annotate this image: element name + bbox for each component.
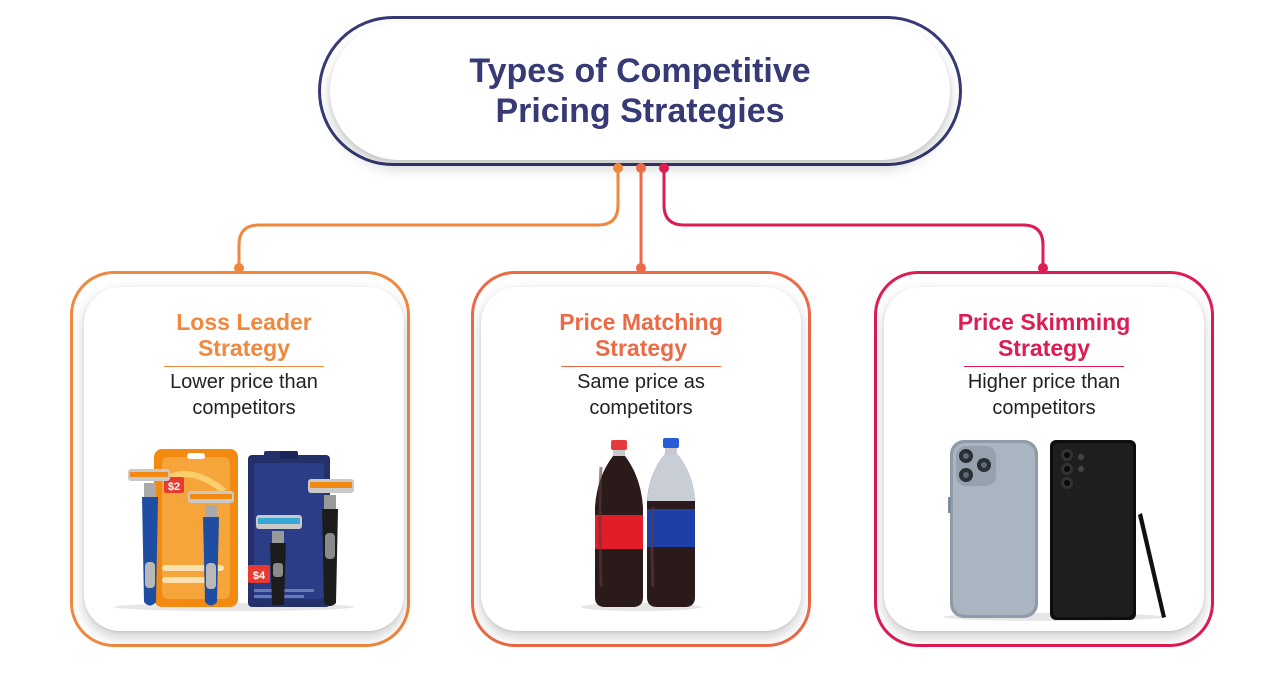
card-title-line-2: Strategy xyxy=(997,335,1091,361)
card-price-matching: Price Matching Strategy Same price as co… xyxy=(481,287,801,631)
connector-dot xyxy=(659,163,669,173)
card-divider xyxy=(561,366,721,367)
title-pill: Types of Competitive Pricing Strategies xyxy=(330,22,950,160)
title-line-2: Pricing Strategies xyxy=(495,92,785,130)
card-title: Price Matching Strategy xyxy=(481,309,801,361)
card-price-skimming: Price Skimming Strategy Higher price tha… xyxy=(884,287,1204,631)
card-desc-line-2: competitors xyxy=(589,397,693,419)
title-line-1: Types of Competitive xyxy=(469,52,811,90)
card-description: Same price as competitors xyxy=(481,369,801,421)
connector-dot xyxy=(636,263,646,273)
card-desc-line-1: Lower price than xyxy=(170,371,318,393)
card-desc-line-1: Higher price than xyxy=(967,371,1121,393)
connector-price-skimming xyxy=(662,168,1045,268)
card-loss-leader: Loss Leader Strategy Lower price than co… xyxy=(84,287,404,631)
page-title: Types of Competitive Pricing Strategies xyxy=(430,51,850,131)
razor-packs-illustration: $2 $4 xyxy=(114,449,354,611)
card-title: Price Skimming Strategy xyxy=(884,309,1204,361)
card-title-line-2: Strategy xyxy=(594,335,688,361)
card-title: Loss Leader Strategy xyxy=(84,309,404,361)
price-tag-4: $4 xyxy=(253,570,266,582)
connector-dot xyxy=(234,263,244,273)
card-title-line-2: Strategy xyxy=(197,335,291,361)
connector-loss-leader xyxy=(237,168,620,268)
smartphones-illustration xyxy=(944,440,1166,621)
card-desc-line-2: competitors xyxy=(192,397,296,419)
connector-dot xyxy=(613,163,623,173)
card-outline-price-matching xyxy=(471,271,811,647)
card-desc-line-2: competitors xyxy=(992,397,1096,419)
card-outline-price-skimming xyxy=(874,271,1214,647)
card-description: Lower price than competitors xyxy=(84,369,404,421)
card-outline-loss-leader xyxy=(70,271,410,647)
card-title-line-1: Price Skimming xyxy=(957,309,1131,335)
card-description: Higher price than competitors xyxy=(884,369,1204,421)
card-desc-line-1: Same price as xyxy=(577,371,705,393)
card-divider xyxy=(164,366,324,367)
card-divider xyxy=(964,366,1124,367)
price-tag-2: $2 xyxy=(168,481,180,493)
card-title-line-1: Loss Leader xyxy=(176,309,312,335)
card-title-line-1: Price Matching xyxy=(559,309,723,335)
connector-dot xyxy=(1038,263,1048,273)
connector-dot xyxy=(636,163,646,173)
soda-bottles-illustration xyxy=(581,438,701,611)
